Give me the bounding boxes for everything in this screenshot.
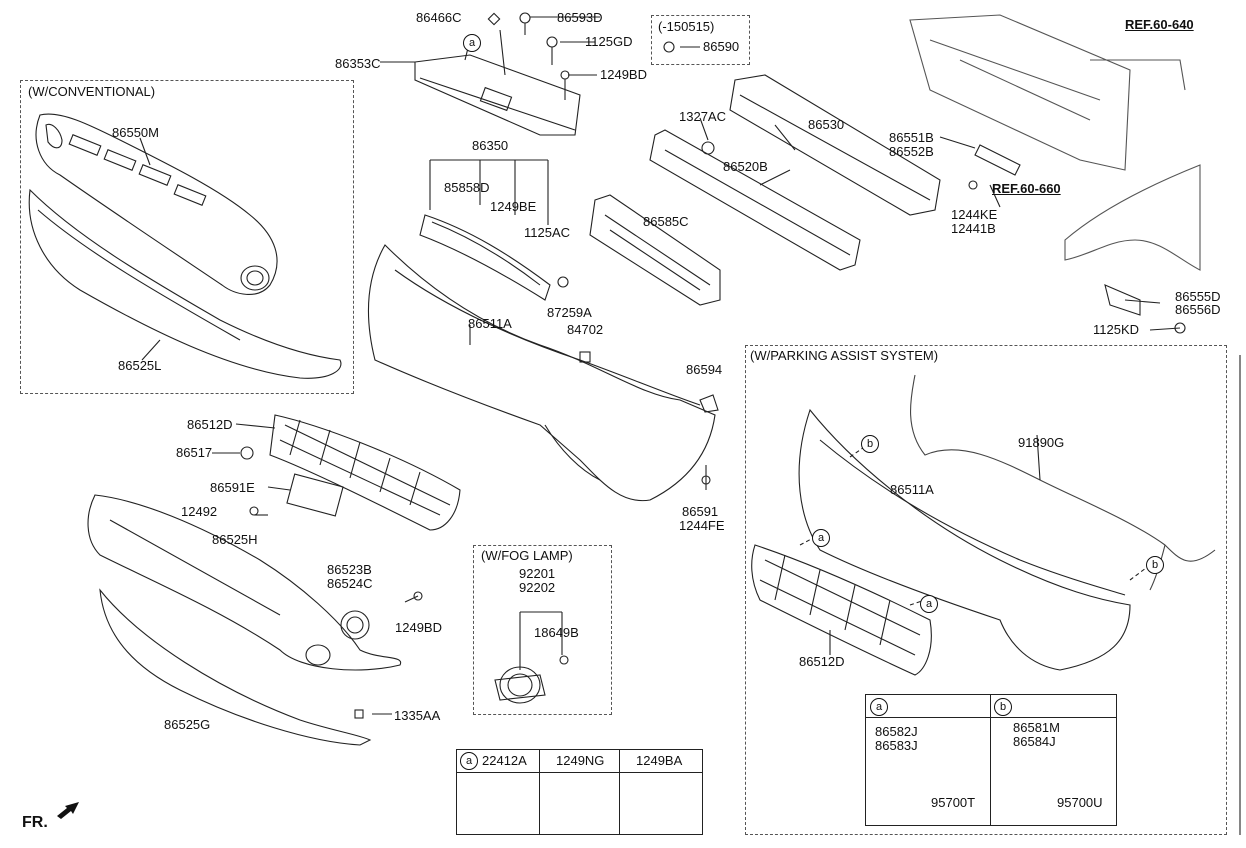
label-86525h: 86525H [212,532,258,547]
label-1327ac: 1327AC [679,109,726,124]
label-1249ng: 1249NG [556,753,605,768]
hardware-col-a: a [460,752,478,770]
ref-60-660[interactable]: REF.60-660 [992,181,1061,196]
part-86511a-shape [367,244,716,502]
pas-bumper-shape [798,408,1131,671]
conventional-box [20,80,354,394]
label-1125kd: 1125KD [1093,322,1140,337]
part-86530-shape [729,74,941,216]
label-86585c: 86585C [643,214,689,229]
section-conventional: (W/CONVENTIONAL) [28,84,156,99]
hardware-table-divider-2 [619,750,620,834]
label-1249ba: 1249BA [636,753,683,768]
circle-a-1: a [812,529,830,547]
label-86551b: 86551B [889,130,934,145]
front-arrow-icon [57,802,79,819]
parking-assist-box [745,345,1227,835]
label-22412a: 22412A [482,753,527,768]
label-86530: 86530 [808,117,845,132]
sensor-table-header-line [866,717,1116,718]
part-86512d-shape [269,414,461,531]
label-86520b: 86520B [723,159,768,174]
section-date-range: (-150515) [658,19,715,34]
sensor-table-divider [990,695,991,825]
circle-b-1: b [861,435,879,453]
label-86556d: 86556D [1175,302,1221,317]
label-86525l: 86525L [118,358,162,373]
section-fog-lamp: (W/FOG LAMP) [481,548,573,563]
label-86555d: 86555D [1175,289,1221,304]
circle-a-2: a [920,595,938,613]
hardware-table-header-line [457,772,702,773]
pas-grille-shape [751,544,932,676]
part-86585c-shape [589,194,721,306]
sensor-col-a: a [870,698,888,716]
part-86550m-shape [35,113,278,295]
label-86552b: 86552B [889,144,934,159]
part-86520b-shape [649,129,861,271]
label-86591e: 86591E [210,480,255,495]
label-86550m: 86550M [112,125,159,140]
label-1335aa: 1335AA [394,708,441,723]
label-86594: 86594 [686,362,723,377]
circle-b-2: b [1146,556,1164,574]
label-86581m: 86581M [1013,720,1060,735]
label-18649b: 18649B [534,625,579,640]
label-12492: 12492 [181,504,218,519]
date-range-box [651,15,750,65]
label-95700u: 95700U [1057,795,1103,810]
label-86583j: 86583J [875,738,918,753]
label-86466c: 86466C [416,10,462,25]
label-1249bd-low: 1249BD [395,620,442,635]
label-86511a: 86511A [468,316,512,331]
label-86523b: 86523B [327,562,372,577]
label-86511a-pas: 86511A [890,482,934,497]
label-1244fe: 1244FE [679,518,725,533]
label-12441b: 12441B [951,221,996,236]
label-86593d: 86593D [557,10,603,25]
ref-60-640[interactable]: REF.60-640 [1125,17,1194,32]
part-86525l-shape [28,188,342,379]
label-95700t: 95700T [931,795,976,810]
label-91890g: 91890G [1018,435,1065,450]
part-86350-shape [419,214,551,301]
label-86524c: 86524C [327,576,373,591]
label-92201: 92201 [519,566,556,581]
hardware-table [456,749,703,835]
label-86353c: 86353C [335,56,381,71]
label-86350: 86350 [472,138,509,153]
label-1125gd: 1125GD [585,34,633,49]
label-86512d: 86512D [187,417,233,432]
body-frame-shape [909,14,1186,171]
fender-shape [1064,164,1201,271]
sensor-table [865,694,1117,826]
label-86590: 86590 [703,39,740,54]
part-86525g-shape [99,588,372,746]
label-1249be: 1249BE [490,199,537,214]
label-1125ac: 1125AC [524,225,571,240]
label-92202: 92202 [519,580,556,595]
label-85858d: 85858D [444,180,490,195]
section-parking-assist: (W/PARKING ASSIST SYSTEM) [750,348,939,363]
label-86525g: 86525G [164,717,211,732]
label-86584j: 86584J [1013,734,1056,749]
front-label: FR. [22,814,48,831]
fog-lamp-box [473,545,612,715]
label-86517: 86517 [176,445,213,460]
label-86512d-pas: 86512D [799,654,845,669]
hardware-table-divider-1 [539,750,540,834]
circle-a-top: a [463,34,481,52]
sensor-col-b: b [994,698,1012,716]
label-1244ke: 1244KE [951,207,998,222]
label-86582j: 86582J [875,724,918,739]
label-87259a: 87259A [547,305,592,320]
label-86591: 86591 [682,504,719,519]
part-86525h-shape [87,494,402,671]
label-84702: 84702 [567,322,604,337]
label-1249bd-top: 1249BD [600,67,647,82]
